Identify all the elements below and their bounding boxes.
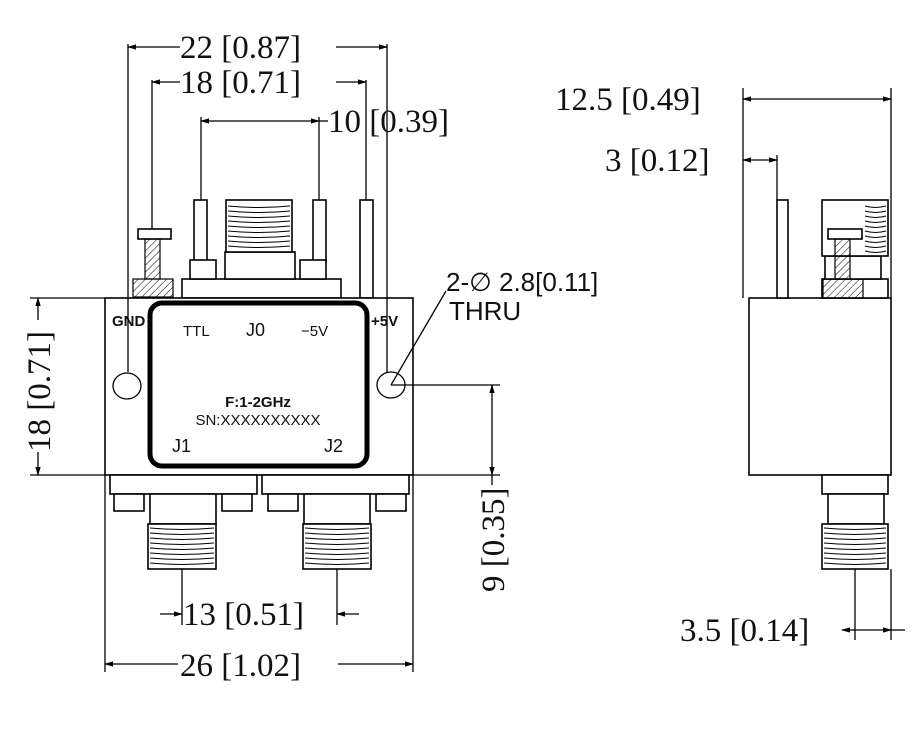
thread-line: [304, 547, 370, 550]
connector-j0: [181, 199, 342, 299]
thread-line: [304, 527, 370, 530]
dim-pin-span: 18 [0.71]: [180, 65, 301, 101]
gnd-screw-shank: [144, 238, 161, 280]
label-plate: [147, 300, 370, 469]
hole-note-size: 2-∅ 2.8[0.11]: [446, 267, 598, 297]
side-pin: [776, 199, 789, 299]
thread-line: [823, 562, 887, 565]
thread-line: [864, 240, 887, 243]
thread-line: [227, 235, 291, 238]
thread-line: [823, 542, 887, 545]
dim-hole-offset: 9 [0.35]: [476, 488, 512, 592]
thread-line: [227, 215, 291, 218]
dim-port-spacing: 13 [0.51]: [183, 597, 304, 633]
thread-line: [149, 537, 215, 540]
pin-pos5v: [359, 199, 374, 299]
thread-line: [864, 230, 887, 233]
thread-line: [304, 557, 370, 560]
dim-connector-span: 10 [0.39]: [328, 104, 449, 140]
label-frequency: F:1-2GHz: [225, 394, 291, 411]
pin-neg5v: [312, 199, 327, 263]
thread-line: [864, 215, 887, 218]
thread-line: [227, 245, 291, 248]
thread-line: [864, 225, 887, 228]
label-neg5v: −5V: [301, 323, 328, 340]
thread-line: [864, 205, 887, 208]
thread-line: [227, 220, 291, 223]
thread-line: [864, 235, 887, 238]
label-serial-number: SN:XXXXXXXXXX: [195, 412, 320, 429]
mounting-hole-left: [112, 372, 142, 400]
side-view: 12.5 [0.49] 3 [0.12] 3.5 [0.14]: [555, 82, 905, 649]
thread-line: [823, 532, 887, 535]
thread-line: [864, 210, 887, 213]
side-body: [748, 297, 892, 476]
thread-line: [823, 552, 887, 555]
hole-note-thru: THRU: [449, 296, 521, 326]
thread-line: [304, 532, 370, 535]
thread-line: [304, 542, 370, 545]
thread-line: [823, 557, 887, 560]
label-ttl: TTL: [183, 323, 210, 340]
thread-line: [227, 205, 291, 208]
dim-connector-offset: 3.5 [0.14]: [680, 613, 809, 649]
label-j2: J2: [324, 436, 343, 456]
thread-line: [304, 562, 370, 565]
gnd-screw-base: [132, 278, 174, 298]
thread-line: [304, 537, 370, 540]
label-j1: J1: [172, 436, 191, 456]
thread-line: [149, 562, 215, 565]
thread-line: [227, 240, 291, 243]
thread-line: [149, 547, 215, 550]
thread-line: [864, 245, 887, 248]
gnd-screw-head: [137, 228, 172, 240]
dim-overall-width: 26 [1.02]: [180, 648, 301, 684]
thread-line: [149, 527, 215, 530]
thread-line: [227, 230, 291, 233]
thread-line: [149, 532, 215, 535]
dim-overall-top: 22 [0.87]: [180, 30, 301, 66]
thread-line: [823, 537, 887, 540]
pin-ttl: [193, 199, 208, 263]
thread-line: [227, 210, 291, 213]
label-pos5v: +5V: [371, 313, 398, 330]
thread-line: [149, 552, 215, 555]
dim-depth: 12.5 [0.49]: [555, 82, 701, 118]
dim-height-left: 18 [0.71]: [22, 331, 58, 452]
label-gnd: GND: [112, 313, 146, 330]
thread-line: [823, 547, 887, 550]
thread-line: [304, 552, 370, 555]
thread-line: [864, 250, 887, 253]
thread-line: [227, 225, 291, 228]
dim-pin-offset: 3 [0.12]: [605, 143, 709, 179]
thread-line: [149, 557, 215, 560]
side-screw-base: [822, 278, 864, 299]
top-view: GND TTL J0 −5V +5V F:1-2GHz SN:XXXXXXXXX…: [22, 30, 598, 684]
thread-line: [864, 220, 887, 223]
bottom-connectors: [109, 474, 410, 570]
label-j0: J0: [246, 320, 265, 340]
thread-line: [823, 527, 887, 530]
thread-line: [149, 542, 215, 545]
side-screw-head: [827, 228, 863, 240]
side-screw-shank: [834, 238, 851, 280]
